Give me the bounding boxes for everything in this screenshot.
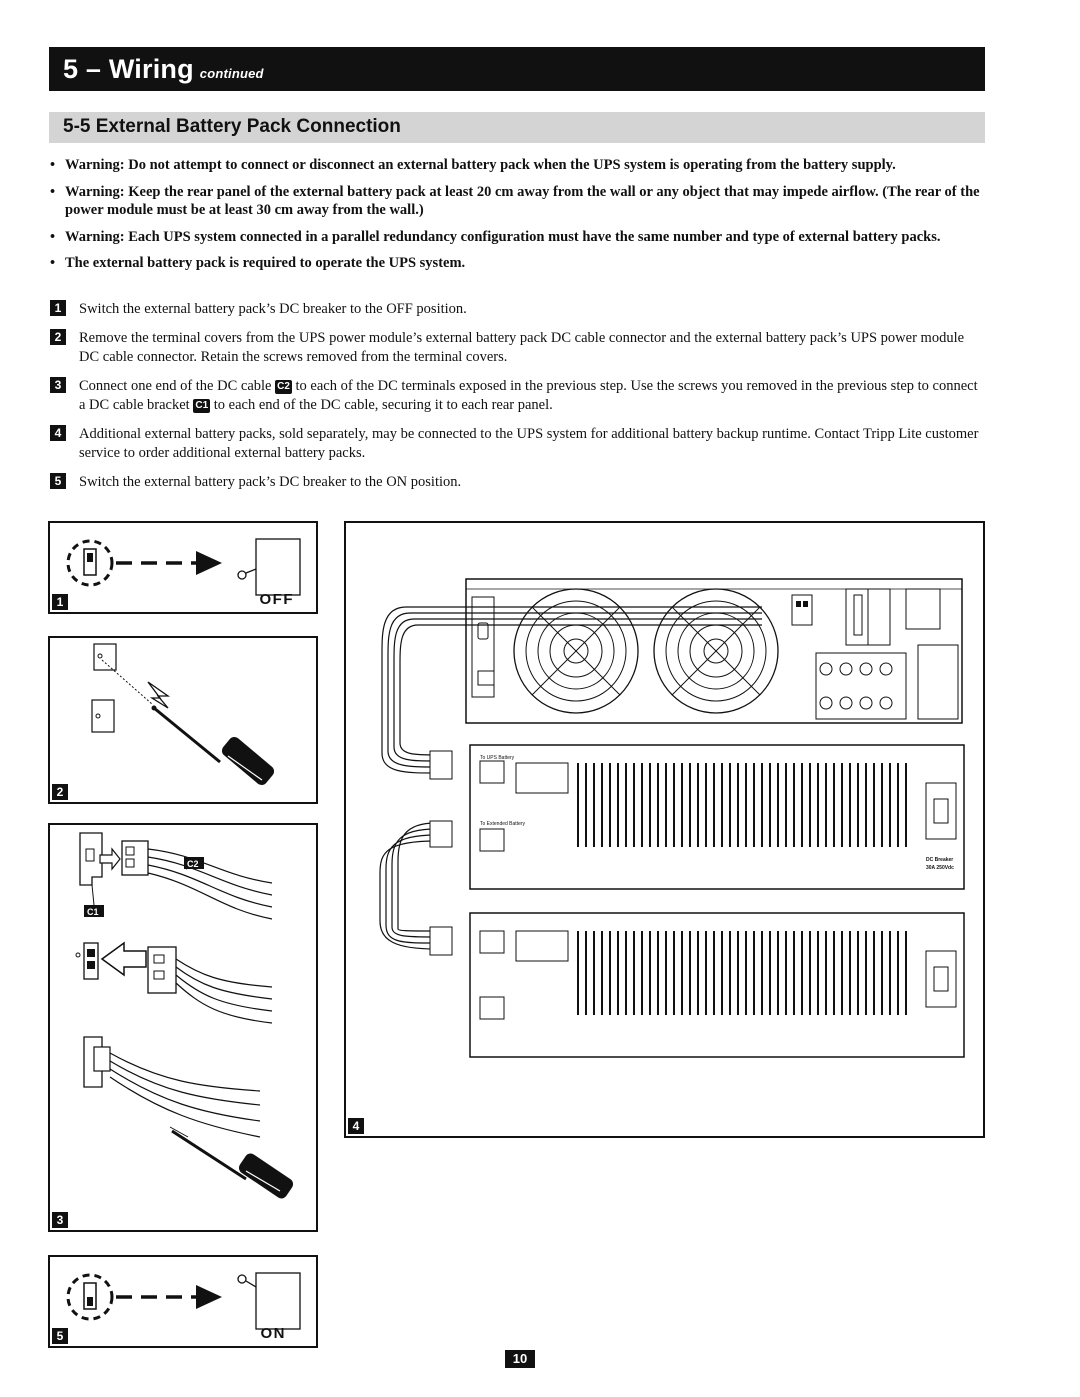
- section-header: 5-5 External Battery Pack Connection: [49, 112, 985, 143]
- chapter-title-text: 5 – Wiring: [63, 54, 194, 84]
- breaker-state-label: ON: [260, 1325, 286, 1342]
- warning-item: • Warning: Keep the rear panel of the ext…: [50, 183, 985, 220]
- fan-left-icon: [513, 588, 639, 714]
- warning-text: Warning: Keep the rear panel of the exte…: [65, 183, 980, 219]
- figure-number: 3: [52, 1212, 68, 1228]
- vent-slots: [577, 763, 907, 847]
- breaker-rating: 30A 250Vdc: [926, 865, 954, 871]
- warning-text: Warning: Do not attempt to connect or di…: [65, 157, 896, 173]
- figure-1-breaker-off: 1 OFF: [48, 521, 318, 614]
- step-number: 4: [50, 425, 66, 441]
- figure-2-remove-covers: 2: [48, 636, 318, 804]
- bullet-icon: •: [50, 228, 56, 245]
- screwdriver-illustration: [91, 643, 275, 785]
- breaker-off-illustration: [66, 538, 301, 596]
- warning-item: • Warning: Each UPS system connected in a…: [50, 228, 985, 247]
- warning-item: • Warning: Do not attempt to connect or d…: [50, 156, 985, 175]
- vent-slots: [577, 931, 907, 1015]
- step-text: Switch the external battery pack’s DC br…: [79, 474, 462, 490]
- figure-number: 2: [52, 784, 68, 800]
- step-text: Remove the terminal covers from the UPS …: [79, 330, 965, 365]
- ups-battery-system-illustration: To UPS Battery To Extended Battery DC Br…: [379, 578, 965, 1058]
- tag-c2: C2: [187, 859, 199, 869]
- step-2: 2 Remove the terminal covers from the UP…: [50, 329, 985, 367]
- page-number: 10: [505, 1350, 535, 1368]
- breaker-on-illustration: [66, 1272, 301, 1330]
- bullet-icon: •: [50, 157, 56, 173]
- warning-list: • Warning: Do not attempt to connect or d…: [50, 156, 985, 281]
- step-3: 3 Connect one end of the DC cable C2 to …: [50, 377, 985, 415]
- chapter-subtitle: continued: [199, 66, 264, 81]
- step-1: 1 Switch the external battery pack’s DC …: [50, 300, 985, 319]
- chapter-header: 5 – Wiring continued: [49, 47, 985, 91]
- figure-5-breaker-on: 5 ON: [48, 1255, 318, 1348]
- figure-number: 4: [348, 1118, 364, 1134]
- breaker-state-label: OFF: [259, 591, 294, 608]
- step-text: Additional external battery packs, sold …: [79, 426, 979, 461]
- step-number: 2: [50, 329, 66, 345]
- step-text: Switch the external battery pack’s DC br…: [79, 301, 467, 317]
- figure-4-system-diagram: To UPS Battery To Extended Battery DC Br…: [344, 521, 985, 1138]
- cable-connection-illustration: C2 C1: [75, 832, 294, 1199]
- step-number: 5: [50, 473, 66, 489]
- figure-3-connect-cable: C2 C1 3: [48, 823, 318, 1232]
- tag-c1: C1: [193, 399, 211, 413]
- step-number: 3: [50, 377, 66, 393]
- fan-right-icon: [653, 588, 779, 714]
- figure-number: 1: [52, 594, 68, 610]
- warning-text: The external battery pack is required to…: [65, 255, 466, 271]
- chapter-title: 5 – Wiring continued: [63, 54, 264, 85]
- battery-label-to-ups: To UPS Battery: [480, 755, 515, 761]
- battery-label-to-ext: To Extended Battery: [480, 821, 526, 827]
- step-text: Connect one end of the DC cable: [79, 378, 272, 394]
- section-title: 5-5 External Battery Pack Connection: [63, 116, 401, 137]
- figure-number: 5: [52, 1328, 68, 1344]
- breaker-label: DC Breaker: [926, 857, 953, 863]
- step-4: 4 Additional external battery packs, sol…: [50, 425, 985, 463]
- tag-c2: C2: [275, 380, 292, 394]
- bullet-icon: •: [50, 183, 56, 200]
- step-text: to each of the DC terminals exposed in t…: [79, 378, 978, 413]
- tag-c1: C1: [87, 907, 99, 917]
- warning-text: Warning: Each UPS system connected in a …: [65, 228, 941, 245]
- bullet-icon: •: [50, 255, 56, 271]
- step-text: to each end of the DC cable, securing it…: [213, 397, 553, 413]
- step-number: 1: [50, 300, 66, 316]
- warning-item: • The external battery pack is required t…: [50, 254, 985, 273]
- step-5: 5 Switch the external battery pack’s DC …: [50, 473, 985, 492]
- step-list: 1 Switch the external battery pack’s DC …: [50, 300, 985, 502]
